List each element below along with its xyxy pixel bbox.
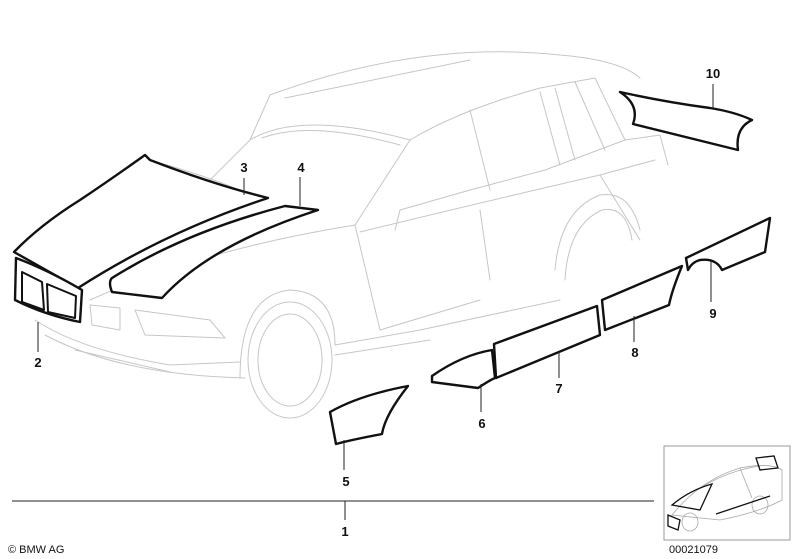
part-10-rear-panel[interactable] (618, 90, 754, 152)
callout-10: 10 (706, 66, 720, 81)
part-8-rear-door-strip[interactable] (600, 264, 684, 332)
leader-lines (12, 84, 714, 520)
car-outline (34, 51, 669, 419)
callout-9: 9 (709, 306, 716, 321)
callout-1: 1 (341, 524, 348, 539)
part-3-hood-panel[interactable] (12, 153, 270, 290)
callout-labels: 1 2 3 4 5 6 7 8 9 10 (34, 66, 720, 539)
part-6-front-door-strip[interactable] (430, 348, 497, 390)
callout-7: 7 (555, 381, 562, 396)
part-2-grille[interactable] (13, 256, 84, 324)
diagram-number: 00021079 (669, 544, 718, 556)
copyright-text: © BMW AG (8, 544, 64, 556)
callout-5: 5 (342, 474, 349, 489)
thumbnail-overview (663, 445, 791, 541)
part-9-rear-quarter[interactable] (684, 216, 772, 272)
part-5-front-wing[interactable] (328, 384, 410, 446)
part-4-hood-stripe[interactable] (108, 204, 320, 300)
callout-8: 8 (631, 345, 638, 360)
callout-2: 2 (34, 355, 41, 370)
part-7-door-strip[interactable] (492, 304, 602, 380)
callout-3: 3 (240, 160, 247, 175)
callout-6: 6 (478, 416, 485, 431)
callout-4: 4 (297, 160, 305, 175)
